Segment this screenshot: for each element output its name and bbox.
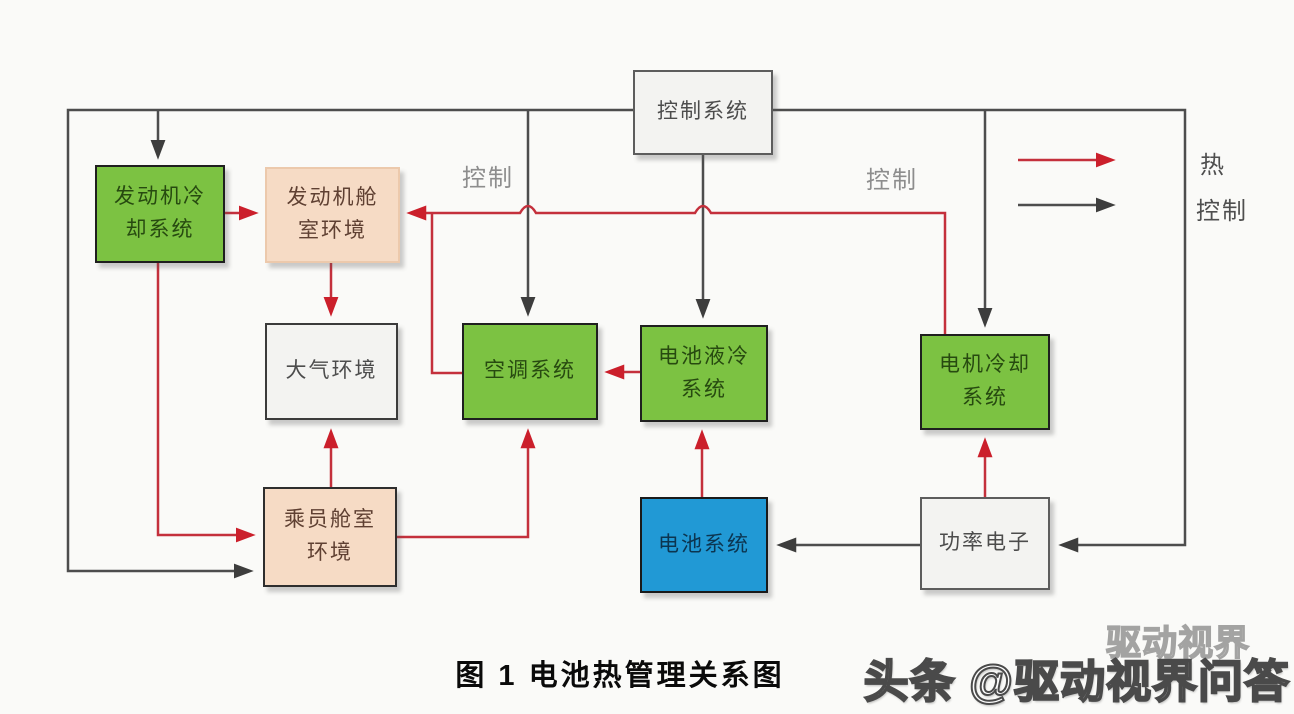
node-power-electronics-label: 功率电子 xyxy=(939,531,1031,555)
figure-caption: 图 1 电池热管理关系图 xyxy=(455,660,785,692)
node-engine-bay-environment: 发动机舱 室环境 xyxy=(265,167,400,263)
node-battery-liquid-cooling-system: 电池液冷 系统 xyxy=(640,325,768,422)
heat-wires xyxy=(156,152,1116,543)
watermark-text: 头条 @驱动视界问答 xyxy=(863,655,1290,708)
control-wires xyxy=(66,108,1187,579)
node-atmosphere-environment: 大气环境 xyxy=(265,323,398,420)
node-motor-cooling-system-label: 电机冷却 系统 xyxy=(939,353,1031,409)
node-engine-cooling-system-label: 发动机冷 却系统 xyxy=(114,185,206,241)
node-control-system-label: 控制系统 xyxy=(657,100,749,124)
node-cabin-environment-label: 乘员舱室 环境 xyxy=(284,508,376,564)
watermark-ghost-text: 驱动视界 xyxy=(1105,623,1250,664)
node-ac-system: 空调系统 xyxy=(462,323,598,420)
node-atmosphere-environment-label: 大气环境 xyxy=(285,359,378,383)
legend-heat-label: 热 xyxy=(1200,152,1226,179)
node-cabin-environment: 乘员舱室 环境 xyxy=(263,487,397,587)
node-ac-system-label: 空调系统 xyxy=(484,359,576,383)
legend-control-label: 控制 xyxy=(1196,198,1248,225)
node-control-system: 控制系统 xyxy=(633,70,773,155)
node-motor-cooling-system: 电机冷却 系统 xyxy=(920,334,1050,430)
node-battery-system: 电池系统 xyxy=(640,497,768,593)
control-wire-label-left: 控制 xyxy=(462,165,514,192)
node-battery-liquid-cooling-system-label: 电池液冷 系统 xyxy=(658,344,750,401)
node-engine-cooling-system: 发动机冷 却系统 xyxy=(95,165,225,263)
node-power-electronics: 功率电子 xyxy=(920,497,1050,590)
control-wire-label-right: 控制 xyxy=(866,167,918,194)
node-battery-system-label: 电池系统 xyxy=(658,532,750,556)
node-engine-bay-environment-label: 发动机舱 室环境 xyxy=(286,186,379,242)
